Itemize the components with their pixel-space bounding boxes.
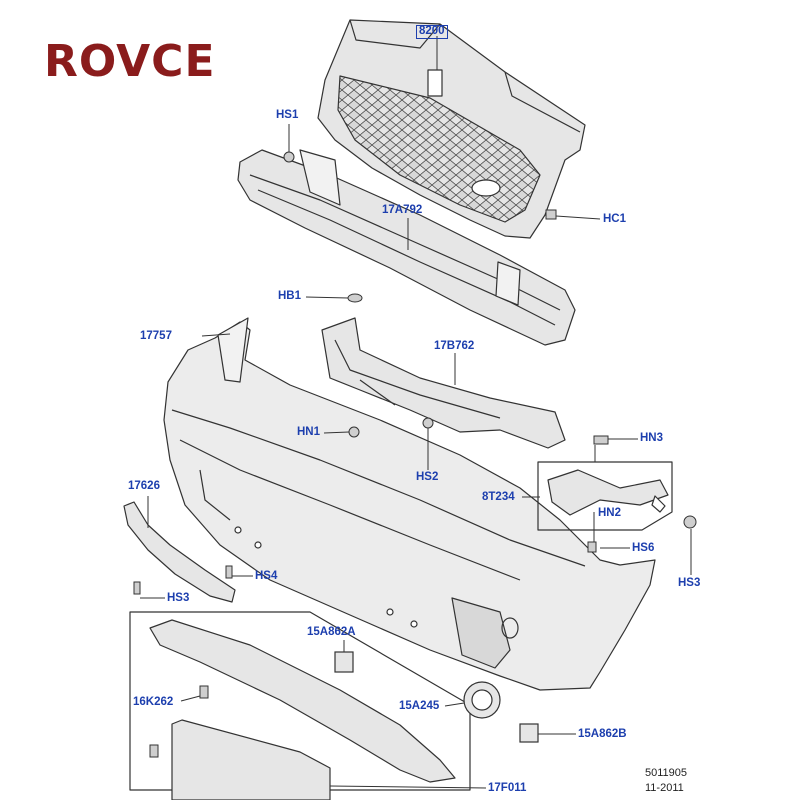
label-15a245: 15A245 [399, 700, 440, 712]
label-hs6: HS6 [632, 542, 655, 554]
tow-eye-bezel [463, 681, 501, 719]
side-trim-strip [123, 501, 236, 603]
label-17f011: 17F011 [488, 782, 527, 794]
bumper-cover [163, 317, 656, 691]
sensor-clip-b [519, 723, 539, 743]
label-hs2: HS2 [416, 471, 439, 483]
label-hn1: HN1 [297, 426, 321, 438]
label-hb1: HB1 [278, 290, 302, 302]
reinforcement-beam [237, 149, 576, 346]
label-17a792: 17A792 [382, 204, 423, 216]
brand-logo: ROVCE [44, 36, 216, 87]
label-16k262: 16K262 [133, 696, 174, 708]
label-17b762: 17B762 [434, 340, 475, 352]
support-bracket-assembly [537, 461, 673, 531]
reference-number: 5011905 [645, 767, 688, 779]
mounting-bracket [321, 317, 566, 449]
label-hn2: HN2 [598, 507, 622, 519]
label-17757: 17757 [140, 330, 172, 342]
label-hs3-left: HS3 [167, 592, 190, 604]
label-15a862b: 15A862B [578, 728, 627, 740]
reference-date: 11-2011 [645, 781, 684, 794]
label-hs3-right: HS3 [678, 577, 701, 589]
sensor-clip-a [334, 651, 354, 673]
label-hn3: HN3 [640, 432, 664, 444]
reference-block: 5011905 11-2011 [645, 766, 687, 796]
label-hs4: HS4 [255, 570, 278, 582]
label-17626: 17626 [128, 480, 160, 492]
label-15a862a: 15A862A [307, 626, 356, 638]
label-8200: 8200 [416, 25, 448, 39]
label-8t234: 8T234 [482, 491, 515, 503]
label-hs1: HS1 [276, 109, 299, 121]
license-plate-mount [171, 719, 331, 800]
label-hc1: HC1 [603, 213, 627, 225]
lower-spoiler [129, 611, 471, 791]
leader-lines [140, 36, 692, 789]
fasteners [133, 151, 697, 758]
grille-assembly [317, 19, 586, 239]
